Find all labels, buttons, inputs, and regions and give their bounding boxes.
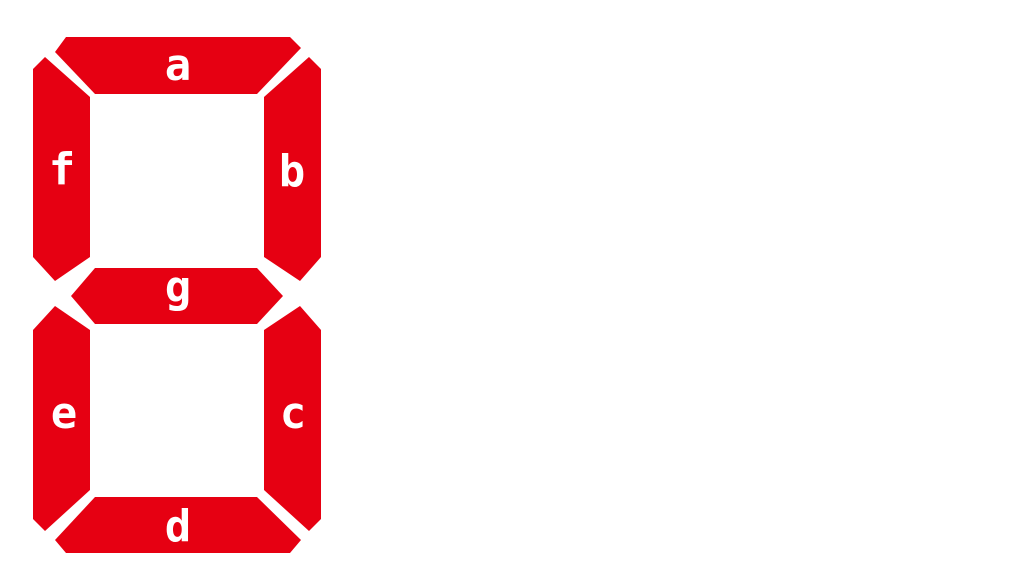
- segment-g: g: [71, 262, 283, 324]
- segment-c-label: c: [280, 388, 307, 439]
- segment-a: a: [55, 37, 301, 94]
- segment-c: c: [264, 306, 321, 531]
- segment-f-shape: [33, 57, 90, 281]
- segment-b-label: b: [279, 146, 306, 197]
- segment-g-shape: [71, 268, 283, 324]
- segment-e-label: e: [51, 388, 78, 439]
- segment-b-shape: [264, 57, 321, 281]
- segment-c-shape: [264, 306, 321, 531]
- segment-d-shape: [55, 497, 301, 553]
- segment-d: d: [55, 497, 301, 553]
- segment-a-shape: [55, 37, 301, 94]
- segment-f-label: f: [49, 144, 76, 195]
- segment-e: e: [33, 306, 90, 531]
- segment-a-label: a: [165, 40, 192, 91]
- segment-d-label: d: [165, 501, 192, 552]
- segment-b: b: [264, 57, 321, 281]
- segment-e-shape: [33, 306, 90, 531]
- segment-f: f: [33, 57, 90, 281]
- segment-g-label: g: [165, 262, 192, 313]
